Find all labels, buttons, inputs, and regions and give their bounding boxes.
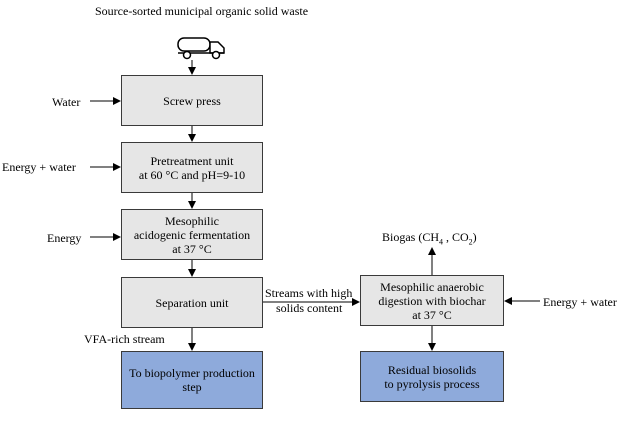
high-solids-stream-label-1: Streams with high	[265, 286, 353, 300]
residual-label-1: Residual biosolids	[387, 362, 477, 377]
fermentation-label-1: Mesophilic	[165, 213, 219, 228]
residual-label-2: to pyrolysis process	[384, 376, 480, 391]
biogas-mid: , CO	[443, 230, 469, 244]
energy-water-input-label-2: Energy + water	[543, 295, 617, 309]
biogas-suffix: )	[472, 230, 477, 244]
truck-icon	[177, 37, 225, 60]
biopolymer-box: To biopolymer production step	[121, 351, 263, 409]
screw-press-box: Screw press	[121, 75, 263, 126]
energy-water-input-label-1: Energy + water	[2, 160, 76, 174]
anaerobic-label-2: digestion with biochar	[378, 293, 486, 308]
biogas-prefix: Biogas (CH	[382, 230, 439, 244]
fermentation-label-2: acidogenic fermentation	[133, 227, 251, 242]
biogas-label: Biogas (CH4 , CO2)	[382, 230, 477, 247]
ch4-subscript: 4	[439, 237, 443, 247]
anaerobic-label-3: at 37 °C	[412, 307, 452, 322]
water-input-label: Water	[52, 95, 81, 109]
pretreatment-box: Pretreatment unit at 60 °C and pH=9-10	[121, 142, 263, 193]
fermentation-label-3: at 37 °C	[172, 241, 212, 256]
pretreatment-label-1: Pretreatment unit	[150, 153, 234, 168]
fermentation-box: Mesophilic acidogenic fermentation at 37…	[121, 209, 263, 260]
screw-press-label: Screw press	[163, 93, 221, 108]
separation-label: Separation unit	[155, 295, 229, 310]
anaerobic-digestion-box: Mesophilic anaerobic digestion with bioc…	[360, 275, 504, 326]
source-label: Source-sorted municipal organic solid wa…	[95, 4, 309, 18]
biopolymer-label-1: To biopolymer production	[129, 366, 255, 380]
separation-box: Separation unit	[121, 277, 263, 328]
pretreatment-label-2: at 60 °C and pH=9-10	[138, 167, 246, 182]
high-solids-stream-label-2: solids content	[276, 301, 343, 315]
energy-input-label: Energy	[47, 231, 82, 245]
vfa-stream-label: VFA-rich stream	[84, 332, 165, 346]
anaerobic-label-1: Mesophilic anaerobic	[380, 279, 484, 294]
residual-biosolids-box: Residual biosolids to pyrolysis process	[360, 351, 504, 402]
co2-subscript: 2	[468, 237, 473, 247]
biopolymer-label-2: step	[182, 380, 202, 394]
